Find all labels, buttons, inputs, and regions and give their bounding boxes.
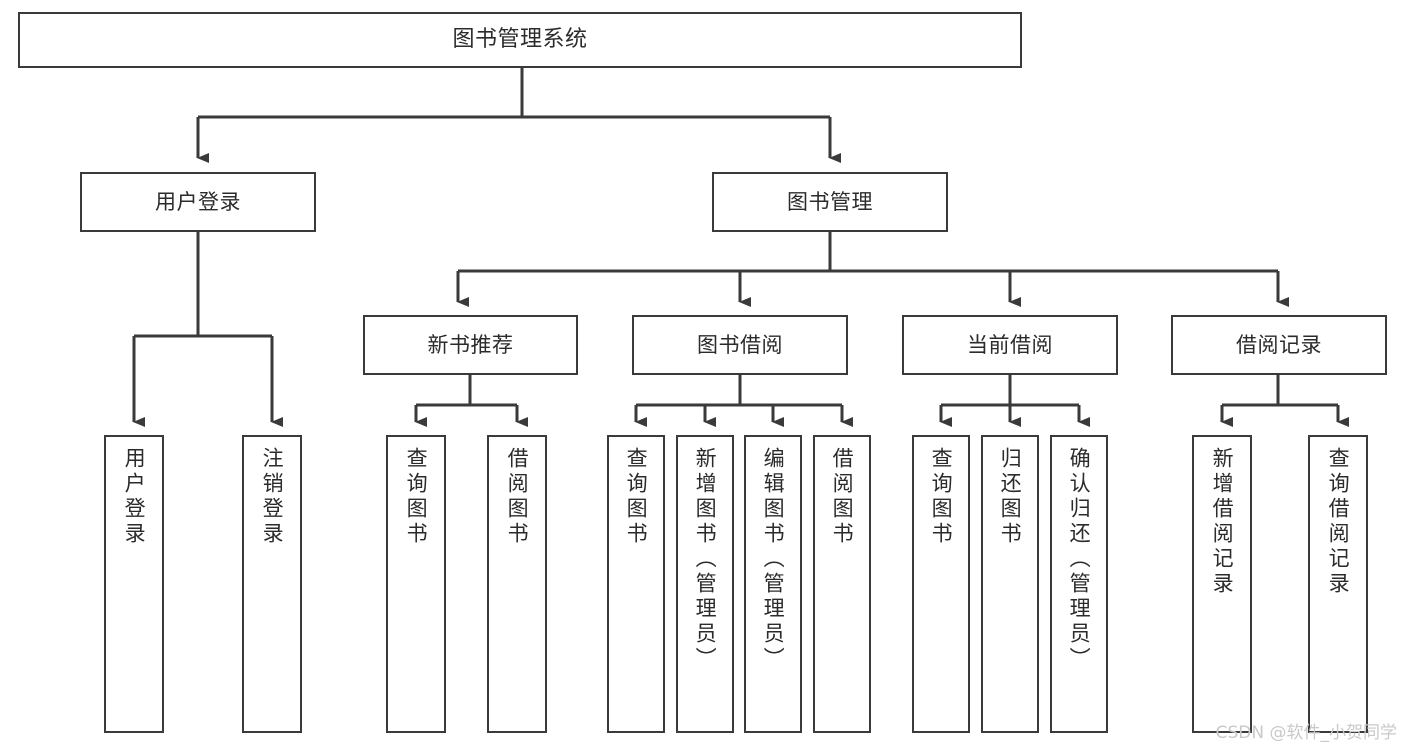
node-user-login[interactable]: 用户登录 xyxy=(80,172,316,232)
node-borrow-record[interactable]: 借阅记录 xyxy=(1171,315,1387,375)
node-leaf-add-record-label: 新增借阅记录 xyxy=(1210,447,1235,597)
watermark: CSDN @软件_小贺同学 xyxy=(1215,723,1397,743)
node-leaf-user-login[interactable]: 用户登录 xyxy=(104,435,164,733)
node-book-manage-label: 图书管理 xyxy=(787,189,873,214)
node-leaf-user-logout-label: 注销登录 xyxy=(260,447,285,547)
node-leaf-user-logout[interactable]: 注销登录 xyxy=(242,435,302,733)
node-root[interactable]: 图书管理系统 xyxy=(18,12,1022,68)
node-current-borrow[interactable]: 当前借阅 xyxy=(902,315,1118,375)
node-current-borrow-label: 当前借阅 xyxy=(967,332,1053,357)
node-borrow-record-label: 借阅记录 xyxy=(1236,332,1322,357)
node-book-borrow-label: 图书借阅 xyxy=(697,332,783,357)
node-leaf-query-book-3[interactable]: 查询图书 xyxy=(912,435,970,733)
node-book-borrow[interactable]: 图书借阅 xyxy=(632,315,848,375)
node-leaf-return-book[interactable]: 归还图书 xyxy=(981,435,1039,733)
node-leaf-confirm-return-label: 确认归还（管理员） xyxy=(1067,447,1092,672)
node-root-label: 图书管理系统 xyxy=(452,27,588,53)
node-leaf-query-record[interactable]: 查询借阅记录 xyxy=(1308,435,1368,733)
node-leaf-user-login-label: 用户登录 xyxy=(122,447,147,547)
node-leaf-borrow-book-2[interactable]: 借阅图书 xyxy=(813,435,871,733)
node-leaf-query-book-3-label: 查询图书 xyxy=(929,447,954,547)
node-leaf-query-book-1-label: 查询图书 xyxy=(404,447,429,547)
node-leaf-query-book-2[interactable]: 查询图书 xyxy=(607,435,665,733)
node-leaf-borrow-book-1-label: 借阅图书 xyxy=(505,447,530,547)
node-leaf-query-book-1[interactable]: 查询图书 xyxy=(386,435,446,733)
node-leaf-add-book[interactable]: 新增图书（管理员） xyxy=(676,435,734,733)
node-leaf-add-book-label: 新增图书（管理员） xyxy=(693,447,718,672)
node-user-login-label: 用户登录 xyxy=(155,189,241,214)
node-leaf-borrow-book-1[interactable]: 借阅图书 xyxy=(487,435,547,733)
node-leaf-return-book-label: 归还图书 xyxy=(998,447,1023,547)
node-leaf-edit-book[interactable]: 编辑图书（管理员） xyxy=(744,435,802,733)
node-leaf-borrow-book-2-label: 借阅图书 xyxy=(830,447,855,547)
node-leaf-edit-book-label: 编辑图书（管理员） xyxy=(761,447,786,672)
node-leaf-query-record-label: 查询借阅记录 xyxy=(1326,447,1351,597)
node-leaf-confirm-return[interactable]: 确认归还（管理员） xyxy=(1050,435,1108,733)
node-new-book-recommend-label: 新书推荐 xyxy=(427,332,514,357)
node-new-book-recommend[interactable]: 新书推荐 xyxy=(363,315,578,375)
node-leaf-add-record[interactable]: 新增借阅记录 xyxy=(1192,435,1252,733)
node-leaf-query-book-2-label: 查询图书 xyxy=(624,447,649,547)
node-book-manage[interactable]: 图书管理 xyxy=(712,172,948,232)
